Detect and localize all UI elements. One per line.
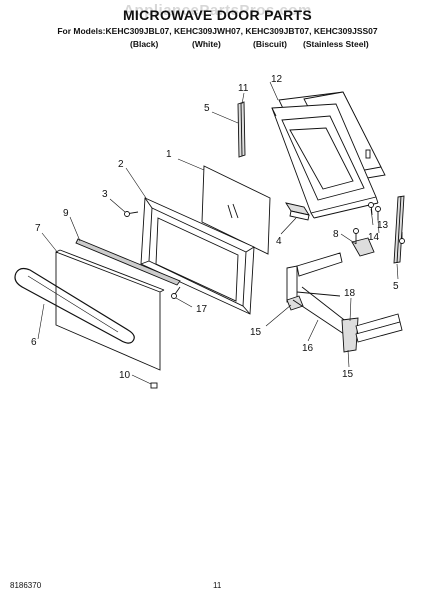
- callout-15-right: 15: [342, 369, 354, 380]
- callouts: 1 2 3 4 5 5 6 7 8 9 10 11 12 13 14 15 15…: [31, 74, 399, 381]
- hinge-rail-upper: [237, 101, 246, 158]
- callout-17: 17: [196, 304, 208, 315]
- side-rail-lower: [393, 195, 405, 264]
- hinge-bracket-upper: [285, 202, 310, 221]
- finish-stainless: (Stainless Steel): [303, 39, 369, 49]
- document-number: 8186370: [10, 581, 42, 590]
- callout-16: 16: [302, 343, 314, 354]
- callout-1: 1: [166, 149, 172, 160]
- clip-10: [150, 382, 158, 389]
- callout-8: 8: [333, 229, 339, 240]
- door-frame: [140, 197, 255, 315]
- screw-17: [171, 286, 181, 299]
- hinge-assembly: [286, 252, 403, 353]
- door-handle: [14, 267, 135, 344]
- callout-4: 4: [276, 236, 282, 247]
- callout-12: 12: [271, 74, 283, 85]
- page-title: MICROWAVE DOOR PARTS: [122, 7, 313, 23]
- callout-2: 2: [118, 159, 124, 170]
- callout-3: 3: [102, 189, 108, 200]
- hinge-bracket-lower: [351, 237, 375, 257]
- screw-side-lower: [399, 232, 405, 244]
- callout-11: 11: [238, 83, 249, 94]
- door-front-panel: [55, 249, 165, 371]
- finish-black: (Black): [130, 39, 159, 49]
- door-glass: [201, 165, 271, 255]
- page-number: 11: [213, 581, 222, 590]
- screw-8: [353, 228, 359, 244]
- callout-15-left: 15: [250, 327, 262, 338]
- finish-biscuit: (Biscuit): [253, 39, 287, 49]
- callout-6: 6: [31, 337, 37, 348]
- callout-5-lower: 5: [393, 281, 399, 292]
- model-list: For Models:KEHC309JBL07, KEHC309JWH07, K…: [57, 26, 378, 36]
- watermark: AppliancePartsPros.com: [123, 2, 312, 19]
- callout-10: 10: [119, 370, 131, 381]
- door-inner-frame: [271, 103, 379, 219]
- callout-14: 14: [368, 232, 380, 243]
- screw-3: [124, 211, 139, 217]
- callout-7: 7: [35, 223, 41, 234]
- leader-lines: [37, 81, 399, 385]
- screw-14: [375, 206, 381, 220]
- callout-18: 18: [344, 288, 356, 299]
- trim-strip: [75, 238, 181, 286]
- callout-13: 13: [377, 220, 389, 231]
- screw-13: [368, 202, 374, 216]
- finish-white: (White): [192, 39, 221, 49]
- callout-9: 9: [63, 208, 69, 219]
- callout-5-upper: 5: [204, 103, 210, 114]
